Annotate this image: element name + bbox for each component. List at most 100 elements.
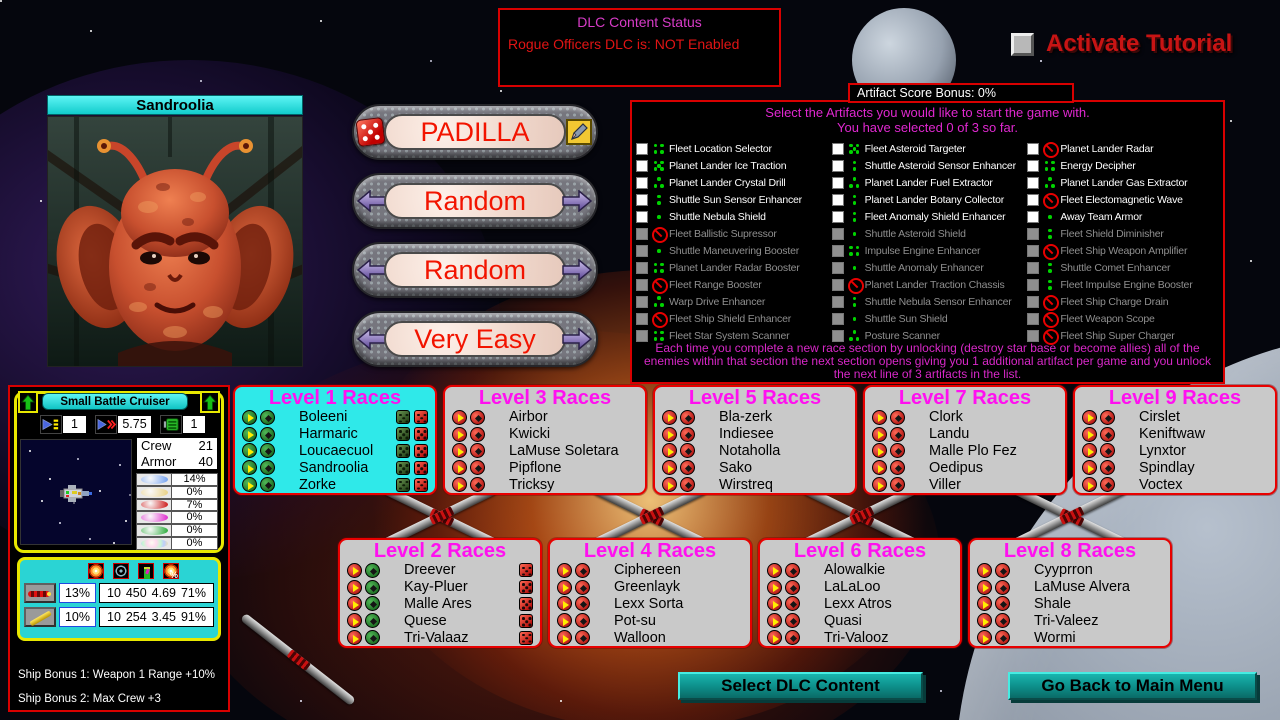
play-race-button[interactable] (767, 562, 782, 578)
race-info-button[interactable] (890, 409, 905, 425)
race-info-button[interactable] (365, 596, 380, 612)
artifact-checkbox[interactable] (636, 159, 648, 172)
play-race-button[interactable] (347, 596, 362, 612)
play-race-button[interactable] (557, 562, 572, 578)
arrow-left-icon[interactable] (357, 190, 387, 212)
race-info-button[interactable] (365, 579, 380, 595)
play-race-button[interactable] (767, 630, 782, 646)
race-info-button[interactable] (365, 630, 380, 646)
play-race-button[interactable] (872, 477, 887, 493)
play-race-button[interactable] (977, 613, 992, 629)
play-race-button[interactable] (557, 630, 572, 646)
go-back-button[interactable]: Go Back to Main Menu (1008, 672, 1257, 700)
play-race-button[interactable] (1082, 443, 1097, 459)
red-die-icon[interactable] (519, 613, 533, 628)
play-race-button[interactable] (452, 409, 467, 425)
race-info-button[interactable] (680, 426, 695, 442)
race-info-button[interactable] (1100, 426, 1115, 442)
red-die-icon[interactable] (414, 477, 428, 492)
play-race-button[interactable] (977, 630, 992, 646)
upgrade-arrow-icon[interactable] (200, 391, 220, 413)
play-race-button[interactable] (452, 443, 467, 459)
play-race-button[interactable] (347, 562, 362, 578)
play-race-button[interactable] (1082, 477, 1097, 493)
artifact-checkbox[interactable] (636, 142, 648, 155)
play-race-button[interactable] (242, 426, 257, 442)
race-info-button[interactable] (575, 630, 590, 646)
race-info-button[interactable] (785, 579, 800, 595)
race-info-button[interactable] (680, 443, 695, 459)
red-die-icon[interactable] (519, 596, 533, 611)
artifact-checkbox[interactable] (1027, 210, 1040, 223)
race-info-button[interactable] (260, 409, 275, 425)
setup-option-button[interactable]: Random (352, 173, 598, 229)
red-die-icon[interactable] (414, 410, 428, 425)
race-info-button[interactable] (575, 562, 590, 578)
green-die-icon[interactable] (396, 443, 410, 458)
play-race-button[interactable] (872, 426, 887, 442)
play-race-button[interactable] (347, 613, 362, 629)
race-info-button[interactable] (470, 426, 485, 442)
race-info-button[interactable] (260, 426, 275, 442)
race-info-button[interactable] (785, 630, 800, 646)
play-race-button[interactable] (1082, 426, 1097, 442)
race-info-button[interactable] (785, 613, 800, 629)
tutorial-checkbox[interactable] (1011, 32, 1034, 56)
play-race-button[interactable] (347, 579, 362, 595)
artifact-checkbox[interactable] (636, 176, 648, 189)
arrow-right-icon[interactable] (562, 259, 592, 281)
arrow-left-icon[interactable] (357, 259, 387, 281)
play-race-button[interactable] (662, 443, 677, 459)
race-info-button[interactable] (995, 613, 1010, 629)
dice-icon[interactable] (355, 116, 386, 148)
green-die-icon[interactable] (396, 477, 410, 492)
race-info-button[interactable] (1100, 460, 1115, 476)
race-info-button[interactable] (995, 630, 1010, 646)
play-race-button[interactable] (767, 596, 782, 612)
setup-option-button[interactable]: Very Easy (352, 311, 598, 367)
race-info-button[interactable] (680, 409, 695, 425)
play-race-button[interactable] (242, 443, 257, 459)
race-info-button[interactable] (995, 579, 1010, 595)
race-info-button[interactable] (575, 613, 590, 629)
play-race-button[interactable] (662, 409, 677, 425)
race-info-button[interactable] (470, 443, 485, 459)
race-info-button[interactable] (1100, 443, 1115, 459)
race-info-button[interactable] (890, 426, 905, 442)
play-race-button[interactable] (662, 477, 677, 493)
artifact-checkbox[interactable] (831, 210, 844, 223)
play-race-button[interactable] (662, 426, 677, 442)
race-info-button[interactable] (470, 460, 485, 476)
artifact-checkbox[interactable] (1027, 193, 1040, 206)
play-race-button[interactable] (662, 460, 677, 476)
race-info-button[interactable] (890, 443, 905, 459)
artifact-checkbox[interactable] (831, 193, 844, 206)
play-race-button[interactable] (242, 460, 257, 476)
select-dlc-button[interactable]: Select DLC Content (678, 672, 923, 700)
play-race-button[interactable] (242, 477, 257, 493)
race-info-button[interactable] (470, 477, 485, 493)
upgrade-arrow-icon[interactable] (18, 391, 38, 413)
race-info-button[interactable] (260, 443, 275, 459)
red-die-icon[interactable] (519, 630, 533, 645)
play-race-button[interactable] (977, 596, 992, 612)
artifact-checkbox[interactable] (636, 210, 648, 223)
play-race-button[interactable] (767, 579, 782, 595)
red-die-icon[interactable] (519, 563, 533, 578)
setup-option-button[interactable]: Random (352, 242, 598, 298)
race-info-button[interactable] (260, 460, 275, 476)
race-info-button[interactable] (995, 596, 1010, 612)
arrow-right-icon[interactable] (562, 328, 592, 350)
artifact-checkbox[interactable] (1027, 142, 1040, 155)
red-die-icon[interactable] (414, 427, 428, 442)
play-race-button[interactable] (1082, 460, 1097, 476)
arrow-left-icon[interactable] (357, 328, 387, 350)
race-info-button[interactable] (995, 562, 1010, 578)
play-race-button[interactable] (977, 579, 992, 595)
race-info-button[interactable] (680, 477, 695, 493)
race-info-button[interactable] (785, 596, 800, 612)
play-race-button[interactable] (557, 596, 572, 612)
race-info-button[interactable] (680, 460, 695, 476)
play-race-button[interactable] (872, 409, 887, 425)
edit-icon[interactable] (566, 119, 592, 145)
